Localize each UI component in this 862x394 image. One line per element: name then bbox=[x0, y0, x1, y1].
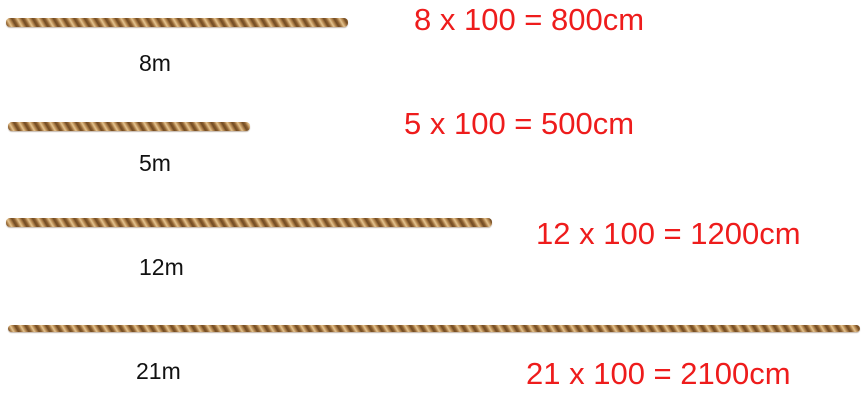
rope-8m bbox=[6, 18, 348, 27]
rope-5m bbox=[8, 122, 250, 131]
rope-length-label: 21m bbox=[136, 358, 181, 384]
rope-length-label: 5m bbox=[139, 150, 171, 176]
conversion-equation: 8 x 100 = 800cm bbox=[414, 2, 645, 37]
conversion-equation: 21 x 100 = 2100cm bbox=[526, 356, 791, 391]
conversion-equation: 5 x 100 = 500cm bbox=[404, 106, 635, 141]
rope-length-label: 8m bbox=[139, 50, 171, 76]
rope-21m bbox=[8, 325, 860, 332]
conversion-equation: 12 x 100 = 1200cm bbox=[536, 216, 801, 251]
rope-length-label: 12m bbox=[139, 254, 184, 280]
rope-12m bbox=[6, 218, 492, 227]
